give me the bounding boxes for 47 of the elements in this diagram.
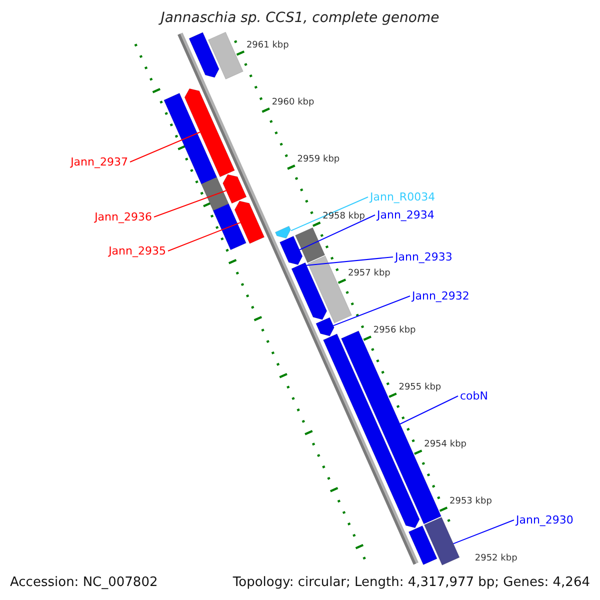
leader-line xyxy=(452,520,514,544)
gene-feature xyxy=(424,516,460,566)
gene-feature xyxy=(280,236,303,266)
gene-label: Jann_2936 xyxy=(94,212,152,222)
scale-label: 2961 kbp xyxy=(246,42,289,51)
scale-label: 2957 kbp xyxy=(348,270,390,279)
gene-feature xyxy=(222,174,247,204)
gene-feature xyxy=(408,525,438,565)
leader-line xyxy=(299,214,376,250)
leader-line xyxy=(130,132,201,162)
gene-label: Jann_2935 xyxy=(108,246,166,256)
gene-feature xyxy=(208,32,244,80)
gene-feature xyxy=(188,32,220,78)
gene-label: Jann_2934 xyxy=(377,210,434,220)
gene-label: Jann_2933 xyxy=(395,252,452,262)
gene-feature xyxy=(291,262,328,320)
gene-label: Jann_2932 xyxy=(412,290,470,302)
scale-label: 2956 kbp xyxy=(373,326,416,336)
gene-label: Jann_2930 xyxy=(516,514,574,526)
scale-label: 2952 kbp xyxy=(474,554,518,564)
gene-feature xyxy=(295,227,326,263)
gene-label: cobN xyxy=(460,390,488,402)
gene-feature xyxy=(316,317,334,336)
leader-line xyxy=(332,296,410,326)
scale-label: 2954 kbp xyxy=(424,440,467,450)
gene-feature xyxy=(234,200,265,244)
scale-label: 2953 kbp xyxy=(450,498,492,507)
scale-label: 2955 kbp xyxy=(398,384,442,393)
gene-feature xyxy=(212,203,246,250)
gene-feature xyxy=(164,92,218,184)
leader-line xyxy=(154,190,227,218)
scale-label: 2959 kbp xyxy=(297,156,340,165)
gene-feature xyxy=(201,176,229,211)
gene-label: Jann_R0034 xyxy=(370,192,436,202)
gene-feature xyxy=(275,226,291,239)
leader-line xyxy=(290,196,368,232)
genome-stats-text: Topology: circular; Length: 4,317,977 bp; Genes: 4,264 xyxy=(232,575,590,590)
accession-text: Accession: NC_007802 xyxy=(10,575,158,590)
leader-line xyxy=(306,256,394,266)
scale-label: 2958 kbp xyxy=(322,212,365,222)
scale-label: 2960 kbp xyxy=(272,98,314,108)
gene-feature xyxy=(184,88,235,178)
gene-feature xyxy=(323,334,420,528)
gene-label: Jann_2937 xyxy=(70,156,128,168)
diagram-title: Jannaschia sp. CCS1, complete genome xyxy=(158,10,440,26)
leader-line xyxy=(168,222,241,252)
leader-line xyxy=(400,396,458,424)
